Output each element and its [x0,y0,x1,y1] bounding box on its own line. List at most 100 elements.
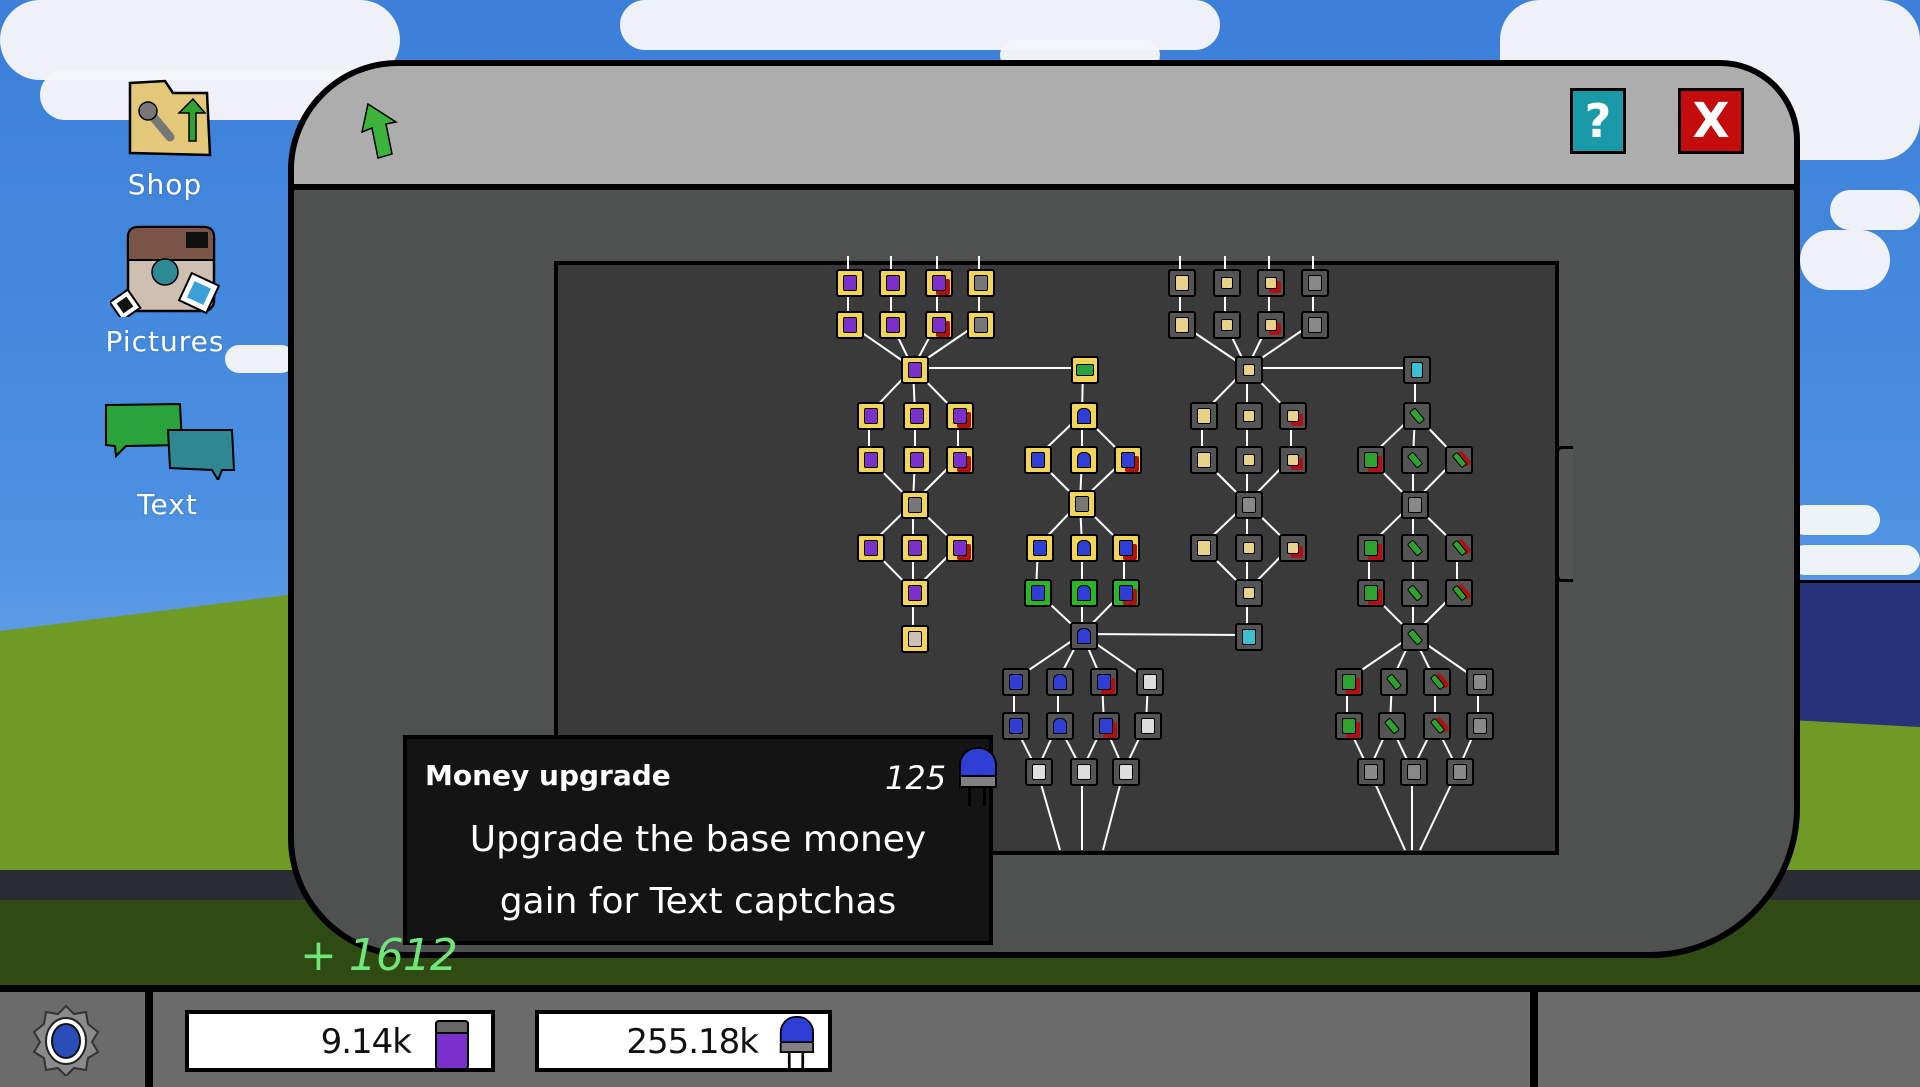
upgrade-node-pea-splash[interactable] [1357,579,1385,607]
upgrade-node-chip[interactable] [1235,534,1263,562]
upgrade-node-monitor-unlock[interactable] [1235,623,1263,651]
upgrade-node-led-splash[interactable] [1024,446,1052,474]
upgrade-node-camera[interactable] [1301,311,1329,339]
panel-side-tab[interactable] [1556,446,1573,582]
upgrade-node-pea-splash[interactable] [1357,534,1385,562]
upgrade-node-pea-hub[interactable] [1401,623,1429,651]
upgrade-node-camera[interactable] [1112,758,1140,786]
upgrade-node-camera[interactable] [1301,269,1329,297]
help-button[interactable]: ? [1570,88,1626,154]
desktop-icon-pictures[interactable]: Pictures [100,222,230,358]
upgrade-node-battery-splash[interactable] [946,534,974,562]
upgrade-node-pictures-unlock[interactable] [901,625,929,653]
upgrade-node-camera[interactable] [967,269,995,297]
upgrade-node-pea-splash[interactable] [1423,712,1451,740]
upgrade-node-battery-splash[interactable] [857,402,885,430]
upgrade-node-chip-hub[interactable] [1235,356,1263,384]
upgrade-node-battery-splash[interactable] [925,269,953,297]
upgrade-node-pea[interactable] [1401,534,1429,562]
upgrade-node-led-maxed[interactable] [1070,579,1098,607]
upgrade-node-battery-splash[interactable] [946,402,974,430]
upgrade-node-led[interactable] [1070,402,1098,430]
upgrade-node-pea[interactable] [1401,579,1429,607]
upgrade-node-led[interactable] [1046,712,1074,740]
upgrade-node-led-splash[interactable] [1112,534,1140,562]
upgrade-node-led-splash[interactable] [1090,668,1118,696]
upgrade-node-battery-splash[interactable] [946,446,974,474]
upgrade-node-camera[interactable] [1068,490,1096,518]
upgrade-node-chip[interactable] [1213,269,1241,297]
upgrade-node-chip[interactable] [1235,579,1263,607]
upgrade-node-led[interactable] [1070,534,1098,562]
cloud [1800,230,1890,290]
upgrade-node-pea-splash[interactable] [1357,446,1385,474]
upgrade-node-pea-splash[interactable] [1445,534,1473,562]
upgrade-node-pea[interactable] [1378,712,1406,740]
desktop-icon-shop[interactable]: Shop [100,75,230,201]
upgrade-node-battery-splash[interactable] [925,311,953,339]
upgrade-node-led-splash-maxed[interactable] [1112,579,1140,607]
led-counter: 255.18k [535,1010,832,1072]
upgrade-node-chip-splash[interactable] [1190,446,1218,474]
upgrade-node-pea[interactable] [1401,446,1429,474]
upgrade-node-led[interactable] [1046,668,1074,696]
upgrade-node-battery[interactable] [903,402,931,430]
upgrade-node-chip[interactable] [1235,446,1263,474]
upgrade-node-pea-splash[interactable] [1445,446,1473,474]
upgrade-node-pea-splash[interactable] [1423,668,1451,696]
upgrade-node-chip[interactable] [1213,311,1241,339]
green-up-arrow-icon[interactable] [354,102,404,162]
upgrade-node-battery-hub[interactable] [901,356,929,384]
upgrade-node-camera[interactable] [1134,712,1162,740]
upgrade-node-pea-splash[interactable] [1335,712,1363,740]
gear-icon[interactable] [30,1004,102,1076]
upgrade-node-chip[interactable] [1235,402,1263,430]
upgrade-node-camera[interactable] [1400,758,1428,786]
upgrade-node-led-splash[interactable] [1114,446,1142,474]
upgrade-node-camera[interactable] [1136,668,1164,696]
upgrade-node-camera[interactable] [1466,668,1494,696]
upgrade-node-battery-splash[interactable] [857,534,885,562]
upgrade-node-pea-splash[interactable] [1445,579,1473,607]
upgrade-node-pea[interactable] [1380,668,1408,696]
upgrade-node-led-splash[interactable] [1002,668,1030,696]
upgrade-node-led-splash[interactable] [1092,712,1120,740]
upgrade-node-camera[interactable] [1357,758,1385,786]
upgrade-node-battery[interactable] [901,579,929,607]
upgrade-node-chip-splash[interactable] [1190,402,1218,430]
upgrade-node-camera[interactable] [1466,712,1494,740]
upgrade-node-battery[interactable] [879,311,907,339]
upgrade-node-camera[interactable] [1235,491,1263,519]
upgrade-node-pea-unlock[interactable] [1403,356,1431,384]
upgrade-node-chip-splash[interactable] [1257,311,1285,339]
upgrade-node-camera[interactable] [1025,758,1053,786]
upgrade-node-camera[interactable] [901,491,929,519]
upgrade-node-led[interactable] [1070,446,1098,474]
upgrade-node-camera[interactable] [967,311,995,339]
upgrade-node-battery-splash[interactable] [836,311,864,339]
upgrade-node-camera[interactable] [1446,758,1474,786]
upgrade-node-battery[interactable] [903,446,931,474]
upgrade-node-chip-splash[interactable] [1279,402,1307,430]
upgrade-node-battery-splash[interactable] [857,446,885,474]
upgrade-node-money-upgrade[interactable] [1070,622,1098,650]
upgrade-node-chip-splash[interactable] [1190,534,1218,562]
upgrade-node-led-splash-maxed[interactable] [1024,579,1052,607]
upgrade-node-chip-splash[interactable] [1168,311,1196,339]
upgrade-node-led-splash[interactable] [1026,534,1054,562]
upgrade-node-pea[interactable] [1403,402,1431,430]
upgrade-node-camera[interactable] [1401,491,1429,519]
upgrade-node-battery-splash[interactable] [836,269,864,297]
upgrade-node-chip-splash[interactable] [1279,534,1307,562]
upgrade-node-battery[interactable] [879,269,907,297]
upgrade-node-battery[interactable] [901,534,929,562]
upgrade-node-text-unlock[interactable] [1071,356,1099,384]
upgrade-node-chip-splash[interactable] [1257,269,1285,297]
upgrade-node-pea-splash[interactable] [1335,668,1363,696]
upgrade-node-led-splash[interactable] [1002,712,1030,740]
upgrade-node-camera[interactable] [1070,758,1098,786]
upgrade-node-chip-splash[interactable] [1168,269,1196,297]
close-button[interactable]: X [1678,88,1744,154]
desktop-icon-text[interactable]: Text [95,400,240,521]
upgrade-node-chip-splash[interactable] [1279,446,1307,474]
